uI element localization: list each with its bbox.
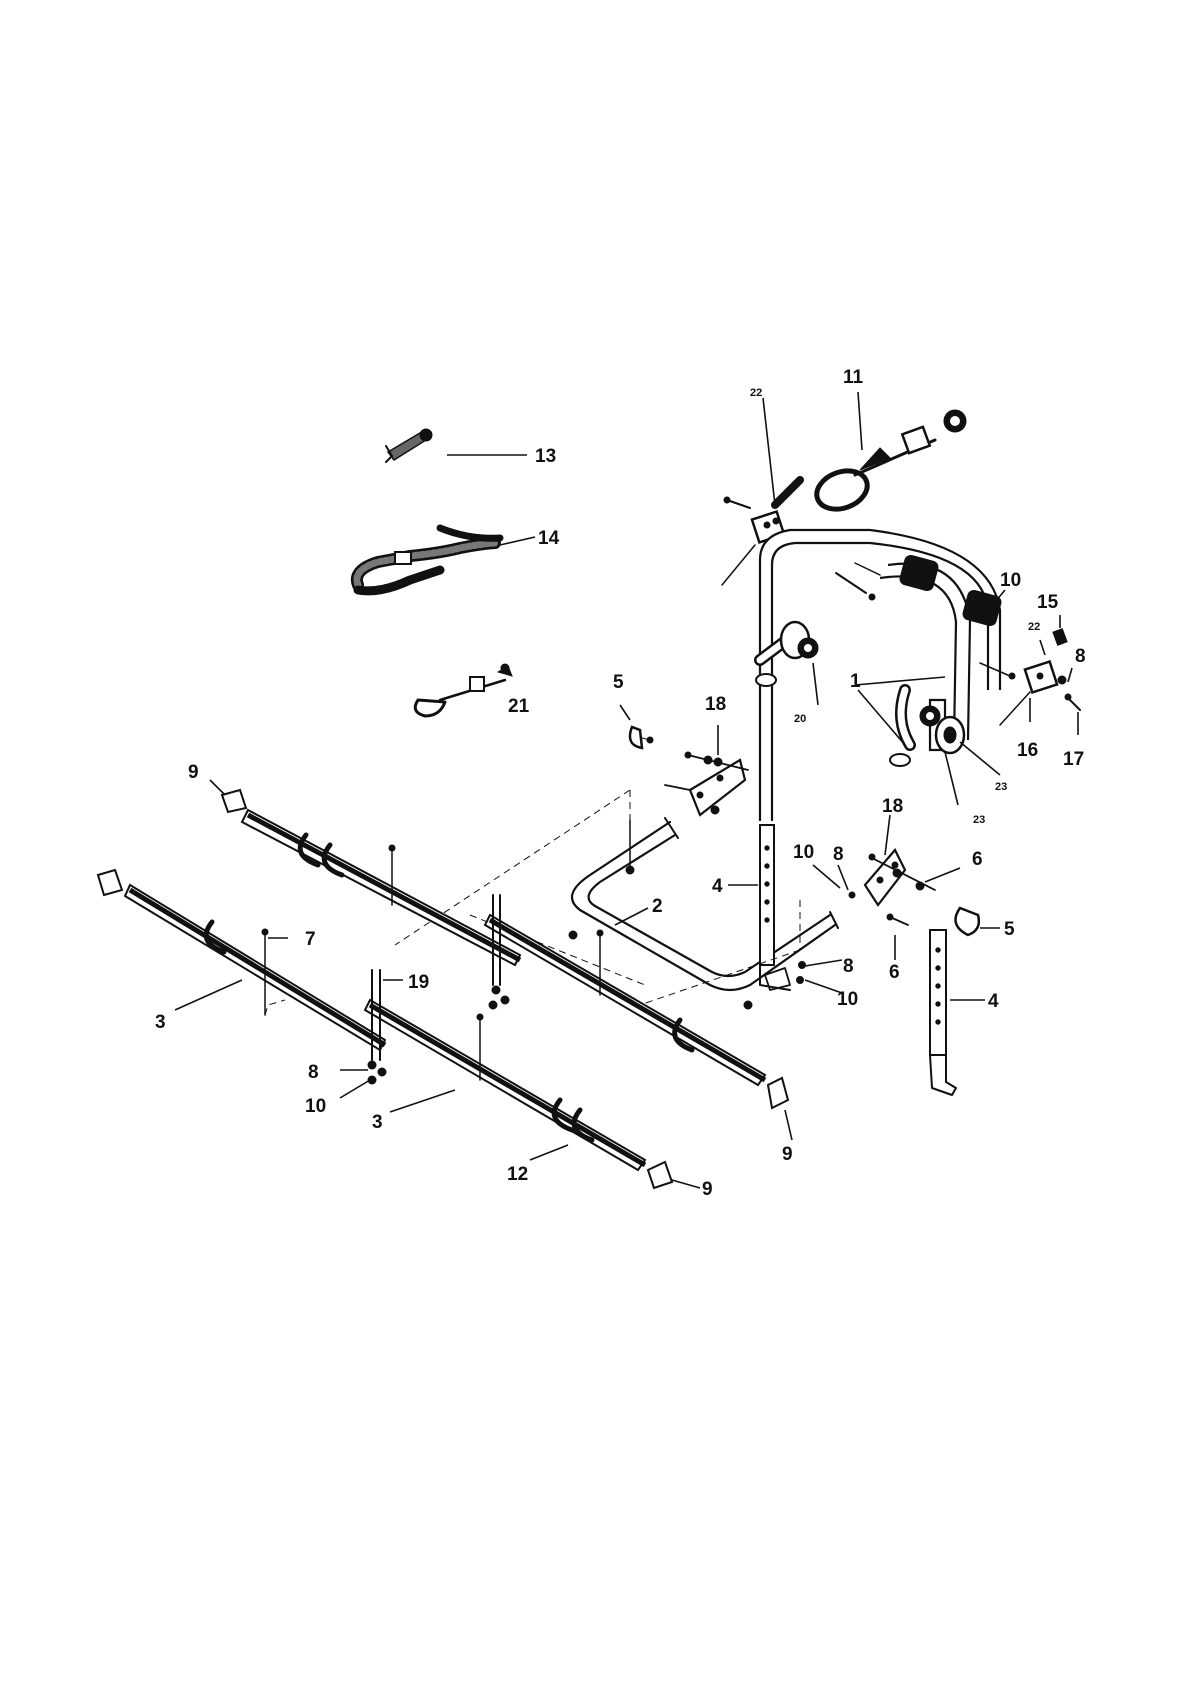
callout-16: 16	[1017, 740, 1038, 761]
small-frame-clamp-part	[415, 664, 512, 716]
callout-17: 17	[1063, 749, 1084, 770]
callout-11: 11	[843, 367, 864, 388]
leader-6a	[925, 868, 960, 882]
callout-12: 12	[507, 1164, 528, 1185]
callout-9c: 9	[702, 1179, 713, 1200]
callout-23b: 23	[973, 814, 985, 826]
callout-4b: 4	[988, 991, 999, 1012]
leader-23b	[945, 752, 958, 805]
leader-11	[858, 392, 862, 450]
callout-8d: 8	[308, 1062, 319, 1083]
leader-12	[530, 1145, 568, 1160]
callout-1: 1	[850, 671, 861, 692]
callout-3a: 3	[155, 1012, 166, 1033]
callout-5b: 5	[1004, 919, 1015, 940]
callout-18a: 18	[705, 694, 726, 715]
alignment-dashes	[265, 790, 800, 1015]
callout-8a: 8	[1075, 646, 1086, 667]
callout-10a: 10	[1000, 570, 1021, 591]
callout-6a: 6	[972, 849, 983, 870]
leader-8a	[1068, 668, 1072, 682]
bracket-left-part	[630, 735, 748, 815]
callout-22a: 22	[750, 387, 762, 399]
callout-19: 19	[408, 972, 429, 993]
washer-icon	[799, 962, 806, 969]
leader-14	[500, 537, 535, 545]
callout-7: 7	[305, 929, 316, 950]
callout-21: 21	[508, 696, 530, 717]
callout-13: 13	[535, 446, 556, 467]
leader-8b	[838, 865, 848, 890]
leader-2	[615, 908, 648, 925]
callout-9b: 9	[782, 1144, 793, 1165]
leader-9a	[210, 780, 225, 795]
wrench-part	[386, 429, 432, 462]
callout-4a: 4	[712, 876, 723, 897]
callout-10c: 10	[837, 989, 858, 1010]
frame-clamp-arm-part	[775, 410, 966, 516]
leader-3a	[175, 980, 242, 1010]
leader-9c	[672, 1180, 700, 1188]
callout-5a: 5	[613, 672, 624, 693]
bracket-right-part	[849, 850, 935, 925]
callout-18b: 18	[882, 796, 903, 817]
leader-8c	[805, 960, 842, 966]
callout-3b: 3	[372, 1112, 383, 1133]
callout-8b: 8	[833, 844, 844, 865]
leader-3b	[390, 1090, 455, 1112]
callout-15: 15	[1037, 592, 1059, 613]
strap-part	[357, 528, 500, 591]
callout-2: 2	[652, 896, 663, 917]
clip-right-part	[956, 908, 979, 935]
main-frame-part	[756, 530, 1002, 820]
rail-lower-left-part	[98, 870, 385, 1050]
rail-upper-left-part	[222, 790, 520, 965]
callout-20: 20	[794, 713, 806, 725]
leader-5a	[620, 705, 630, 720]
leader-23a	[960, 742, 1000, 775]
leader-10b	[813, 865, 840, 888]
nut-icon	[797, 977, 804, 984]
callout-23a: 23	[995, 781, 1007, 793]
clip-left-part	[630, 727, 642, 748]
callout-10b: 10	[793, 842, 814, 863]
rail-upper-right-part	[485, 895, 788, 1108]
callout-6b: 6	[889, 962, 900, 983]
leader-10d	[340, 1080, 370, 1098]
leg-right-part	[930, 930, 956, 1095]
callout-14: 14	[538, 528, 560, 549]
leg-left-part	[760, 825, 790, 990]
leader-22a	[763, 398, 775, 505]
leader-18b	[885, 815, 890, 855]
callout-8c: 8	[843, 956, 854, 977]
callout-9a: 9	[188, 762, 199, 783]
leader-9b	[785, 1110, 792, 1140]
callout-10d: 10	[305, 1096, 326, 1117]
leader-22b	[1040, 640, 1045, 655]
callout-22b: 22	[1028, 621, 1040, 633]
